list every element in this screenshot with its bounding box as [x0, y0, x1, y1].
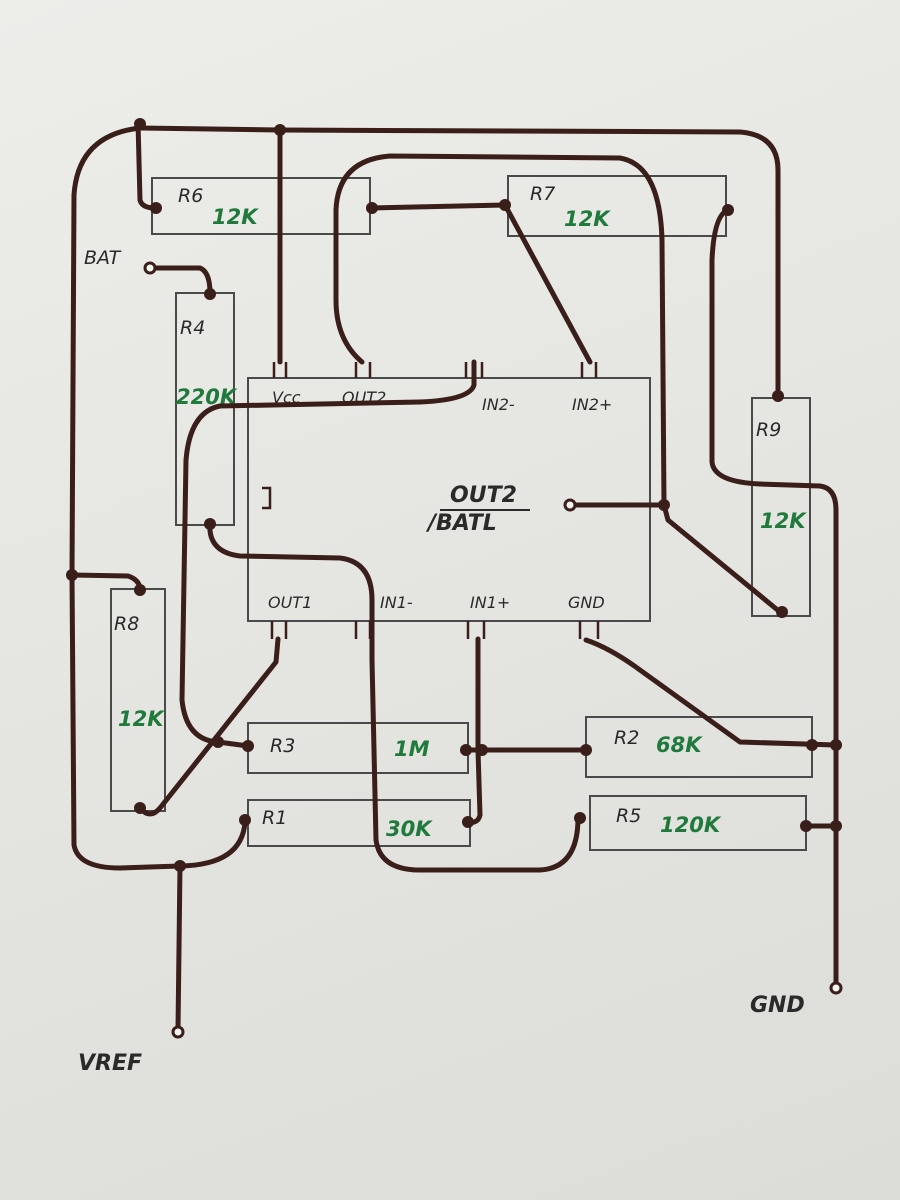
junction-dot [366, 202, 378, 214]
resistor-r4-ref: R4 [180, 317, 205, 339]
ic-pin-vcc [272, 362, 288, 378]
junction-dot [830, 739, 842, 751]
ic-pin-label-in2-plus: IN2+ [572, 395, 612, 414]
resistor-r7-ref: R7 [530, 183, 555, 205]
resistor-r6-ref: R6 [178, 185, 203, 207]
wire-left-loop [69, 125, 248, 871]
ic-center-label-batl: /BATL [425, 511, 497, 536]
ic-notch [262, 486, 272, 510]
resistor-r2: R2 68K [585, 716, 813, 778]
resistor-r5: R5 120K [589, 795, 807, 851]
wire-top-rail [137, 125, 781, 398]
resistor-r7-value: 12K [564, 207, 611, 231]
junction-dot [658, 499, 670, 511]
wire-in2minus [179, 359, 477, 745]
wire-r8-top [69, 572, 143, 593]
junction-dot [242, 740, 254, 752]
junction-dot [499, 199, 511, 211]
junction-dot [574, 812, 586, 824]
junction-dot [462, 816, 474, 828]
wire-r7-right-gnd [709, 207, 839, 988]
resistor-r1-value: 30K [386, 817, 433, 841]
ic-center-label-out2: OUT2 [450, 483, 517, 508]
resistor-r7: R7 12K [507, 175, 727, 237]
ic-pin-in1-plus [466, 621, 486, 639]
batl-terminal [563, 498, 577, 512]
junction-dot [239, 814, 251, 826]
resistor-r1-ref: R1 [262, 807, 287, 829]
ic-pin-out1 [270, 621, 288, 639]
junction-dot [722, 204, 734, 216]
resistor-r9-ref: R9 [756, 419, 781, 441]
junction-dot [776, 606, 788, 618]
junction-dot [274, 124, 286, 136]
ic-pin-label-gnd: GND [568, 593, 605, 612]
junction-dot [66, 569, 78, 581]
label-bat: BAT [84, 247, 122, 269]
wire-in1plus-r2 [475, 636, 589, 753]
resistor-r3-ref: R3 [270, 735, 295, 757]
resistor-r1: R1 30K [247, 799, 471, 847]
wire-gnd-pin [583, 637, 839, 748]
resistor-r9-value: 12K [760, 509, 807, 533]
bat-terminal [143, 261, 157, 275]
resistor-r6-value: 12K [212, 205, 259, 229]
resistor-r8: R8 12K [110, 588, 166, 812]
wire-batl-r9 [567, 502, 783, 615]
wire-vref [175, 863, 183, 1033]
junction-dot [204, 518, 216, 530]
junction-dot [772, 390, 784, 402]
ic-pin-label-out1: OUT1 [268, 593, 312, 612]
junction-dot [830, 820, 842, 832]
ic-pin-label-in1-minus: IN1- [380, 593, 413, 612]
gnd-terminal [829, 981, 843, 995]
resistor-r5-ref: R5 [616, 805, 641, 827]
ic-pin-gnd [578, 621, 600, 639]
junction-dot [174, 860, 186, 872]
label-vref: VREF [78, 1051, 142, 1076]
resistor-r2-value: 68K [656, 733, 703, 757]
label-gnd: GND [750, 993, 805, 1018]
resistor-r3: R3 1M [247, 722, 469, 774]
junction-dot [134, 802, 146, 814]
ic-pin-in1-minus [354, 621, 372, 639]
junction-dot [204, 288, 216, 300]
resistor-r5-value: 120K [660, 813, 722, 837]
junction-dot [150, 202, 162, 214]
resistor-r9: R9 12K [751, 397, 811, 617]
vref-terminal [171, 1025, 185, 1039]
ic-pin-in2-minus [464, 362, 484, 378]
ic-chip: Vcc OUT2 IN2- IN2+ OUT1 IN1- IN1+ GND OU… [247, 362, 651, 639]
junction-dot [800, 820, 812, 832]
ic-pin-label-in1-plus: IN1+ [470, 593, 510, 612]
ic-body [247, 377, 651, 622]
ic-pin-in2-plus [580, 362, 598, 378]
junction-dot [580, 744, 592, 756]
junctions [66, 118, 842, 872]
wire-r4-in1minus-r5 [207, 521, 581, 873]
wire-r6-r7-in2plus [369, 202, 593, 365]
ic-pin-label-in2-minus: IN2- [482, 395, 515, 414]
resistor-r8-value: 12K [118, 707, 165, 731]
junction-dot [134, 118, 146, 130]
wire-bat-r4 [147, 265, 213, 296]
resistor-r2-ref: R2 [614, 727, 639, 749]
junction-dot [134, 584, 146, 596]
junction-dot [212, 736, 224, 748]
junction-dot [476, 744, 488, 756]
ic-pin-out2 [354, 362, 372, 378]
junction-dot [460, 744, 472, 756]
wiring [69, 119, 839, 1033]
resistor-r3-value: 1M [394, 737, 430, 761]
junction-dot [806, 739, 818, 751]
resistor-r8-ref: R8 [114, 613, 139, 635]
wire-out2-loop [333, 153, 667, 508]
